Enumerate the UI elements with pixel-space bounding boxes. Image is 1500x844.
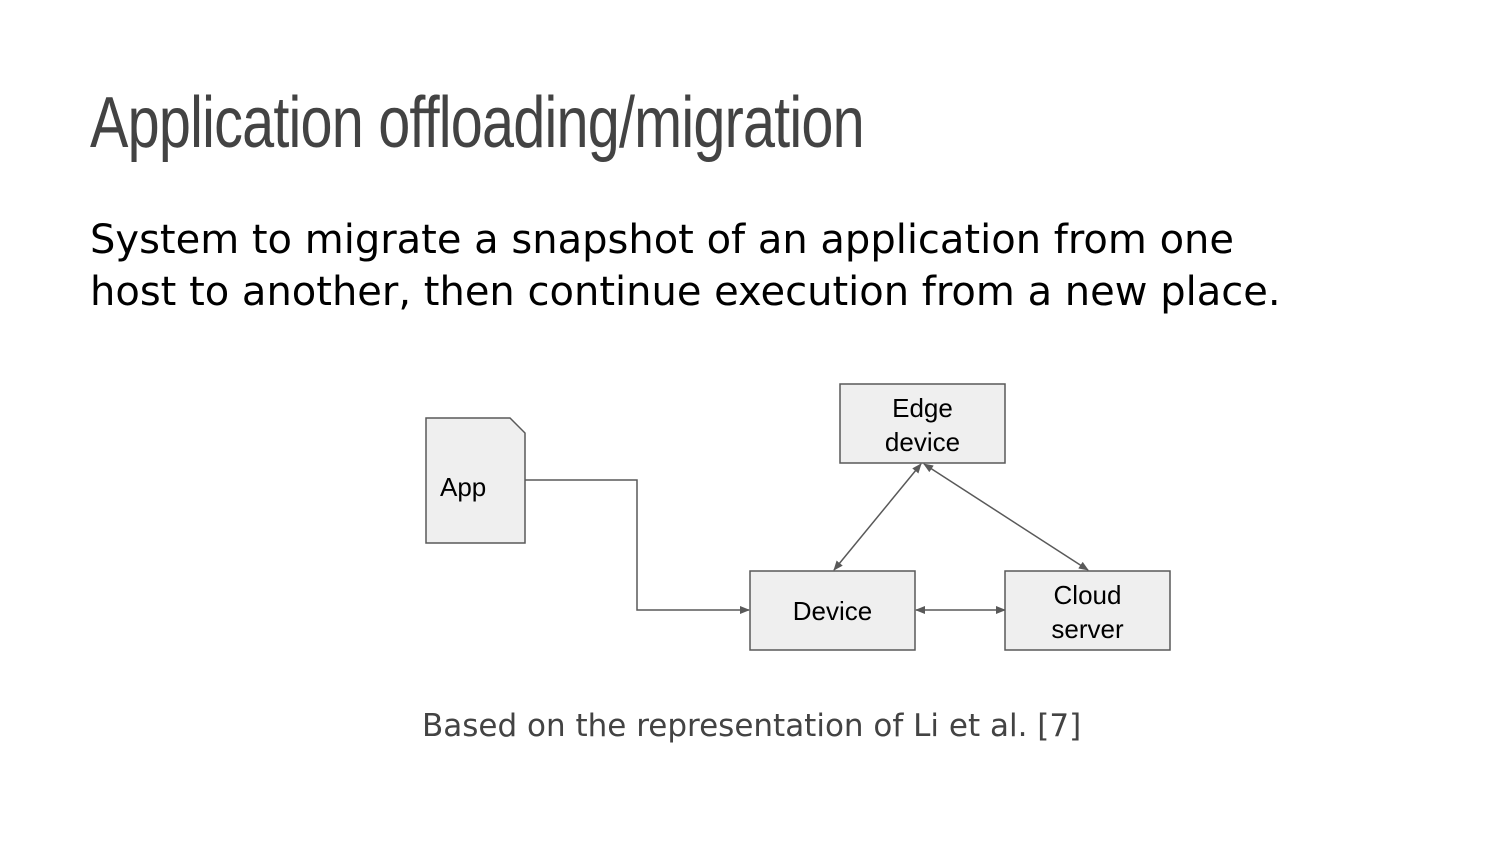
node-app: App — [425, 417, 526, 544]
node-cloud-server-box — [1004, 570, 1171, 651]
node-edge-device-box — [839, 383, 1006, 464]
node-edge-device: Edge device — [839, 383, 1006, 464]
body-line-1: System to migrate a snapshot of an appli… — [90, 217, 1235, 263]
node-device: Device — [749, 570, 916, 651]
body-line-2: host to another, then continue execution… — [90, 269, 1281, 315]
node-edge-device-label-line-2: device — [885, 427, 960, 457]
node-device-label: Device — [793, 596, 872, 626]
node-cloud-server-label-line-2: server — [1051, 614, 1124, 644]
document-shape — [425, 417, 526, 544]
node-app-label: App — [440, 472, 486, 502]
edge-app-to-device — [525, 479, 750, 614]
node-device-box — [749, 570, 916, 651]
slide-title: Application offloading/migration — [90, 83, 865, 163]
edge-edge-device-cloud-server — [923, 463, 1089, 571]
edge-device-edge-device — [833, 463, 922, 571]
node-cloud-server-label-line-1: Cloud — [1054, 580, 1122, 610]
node-cloud-server: Cloud server — [1004, 570, 1171, 651]
diagram-caption: Based on the representation of Li et al.… — [422, 708, 1082, 744]
slide-body-text: System to migrate a snapshot of an appli… — [90, 214, 1410, 318]
node-edge-device-label-line-1: Edge — [892, 393, 953, 423]
